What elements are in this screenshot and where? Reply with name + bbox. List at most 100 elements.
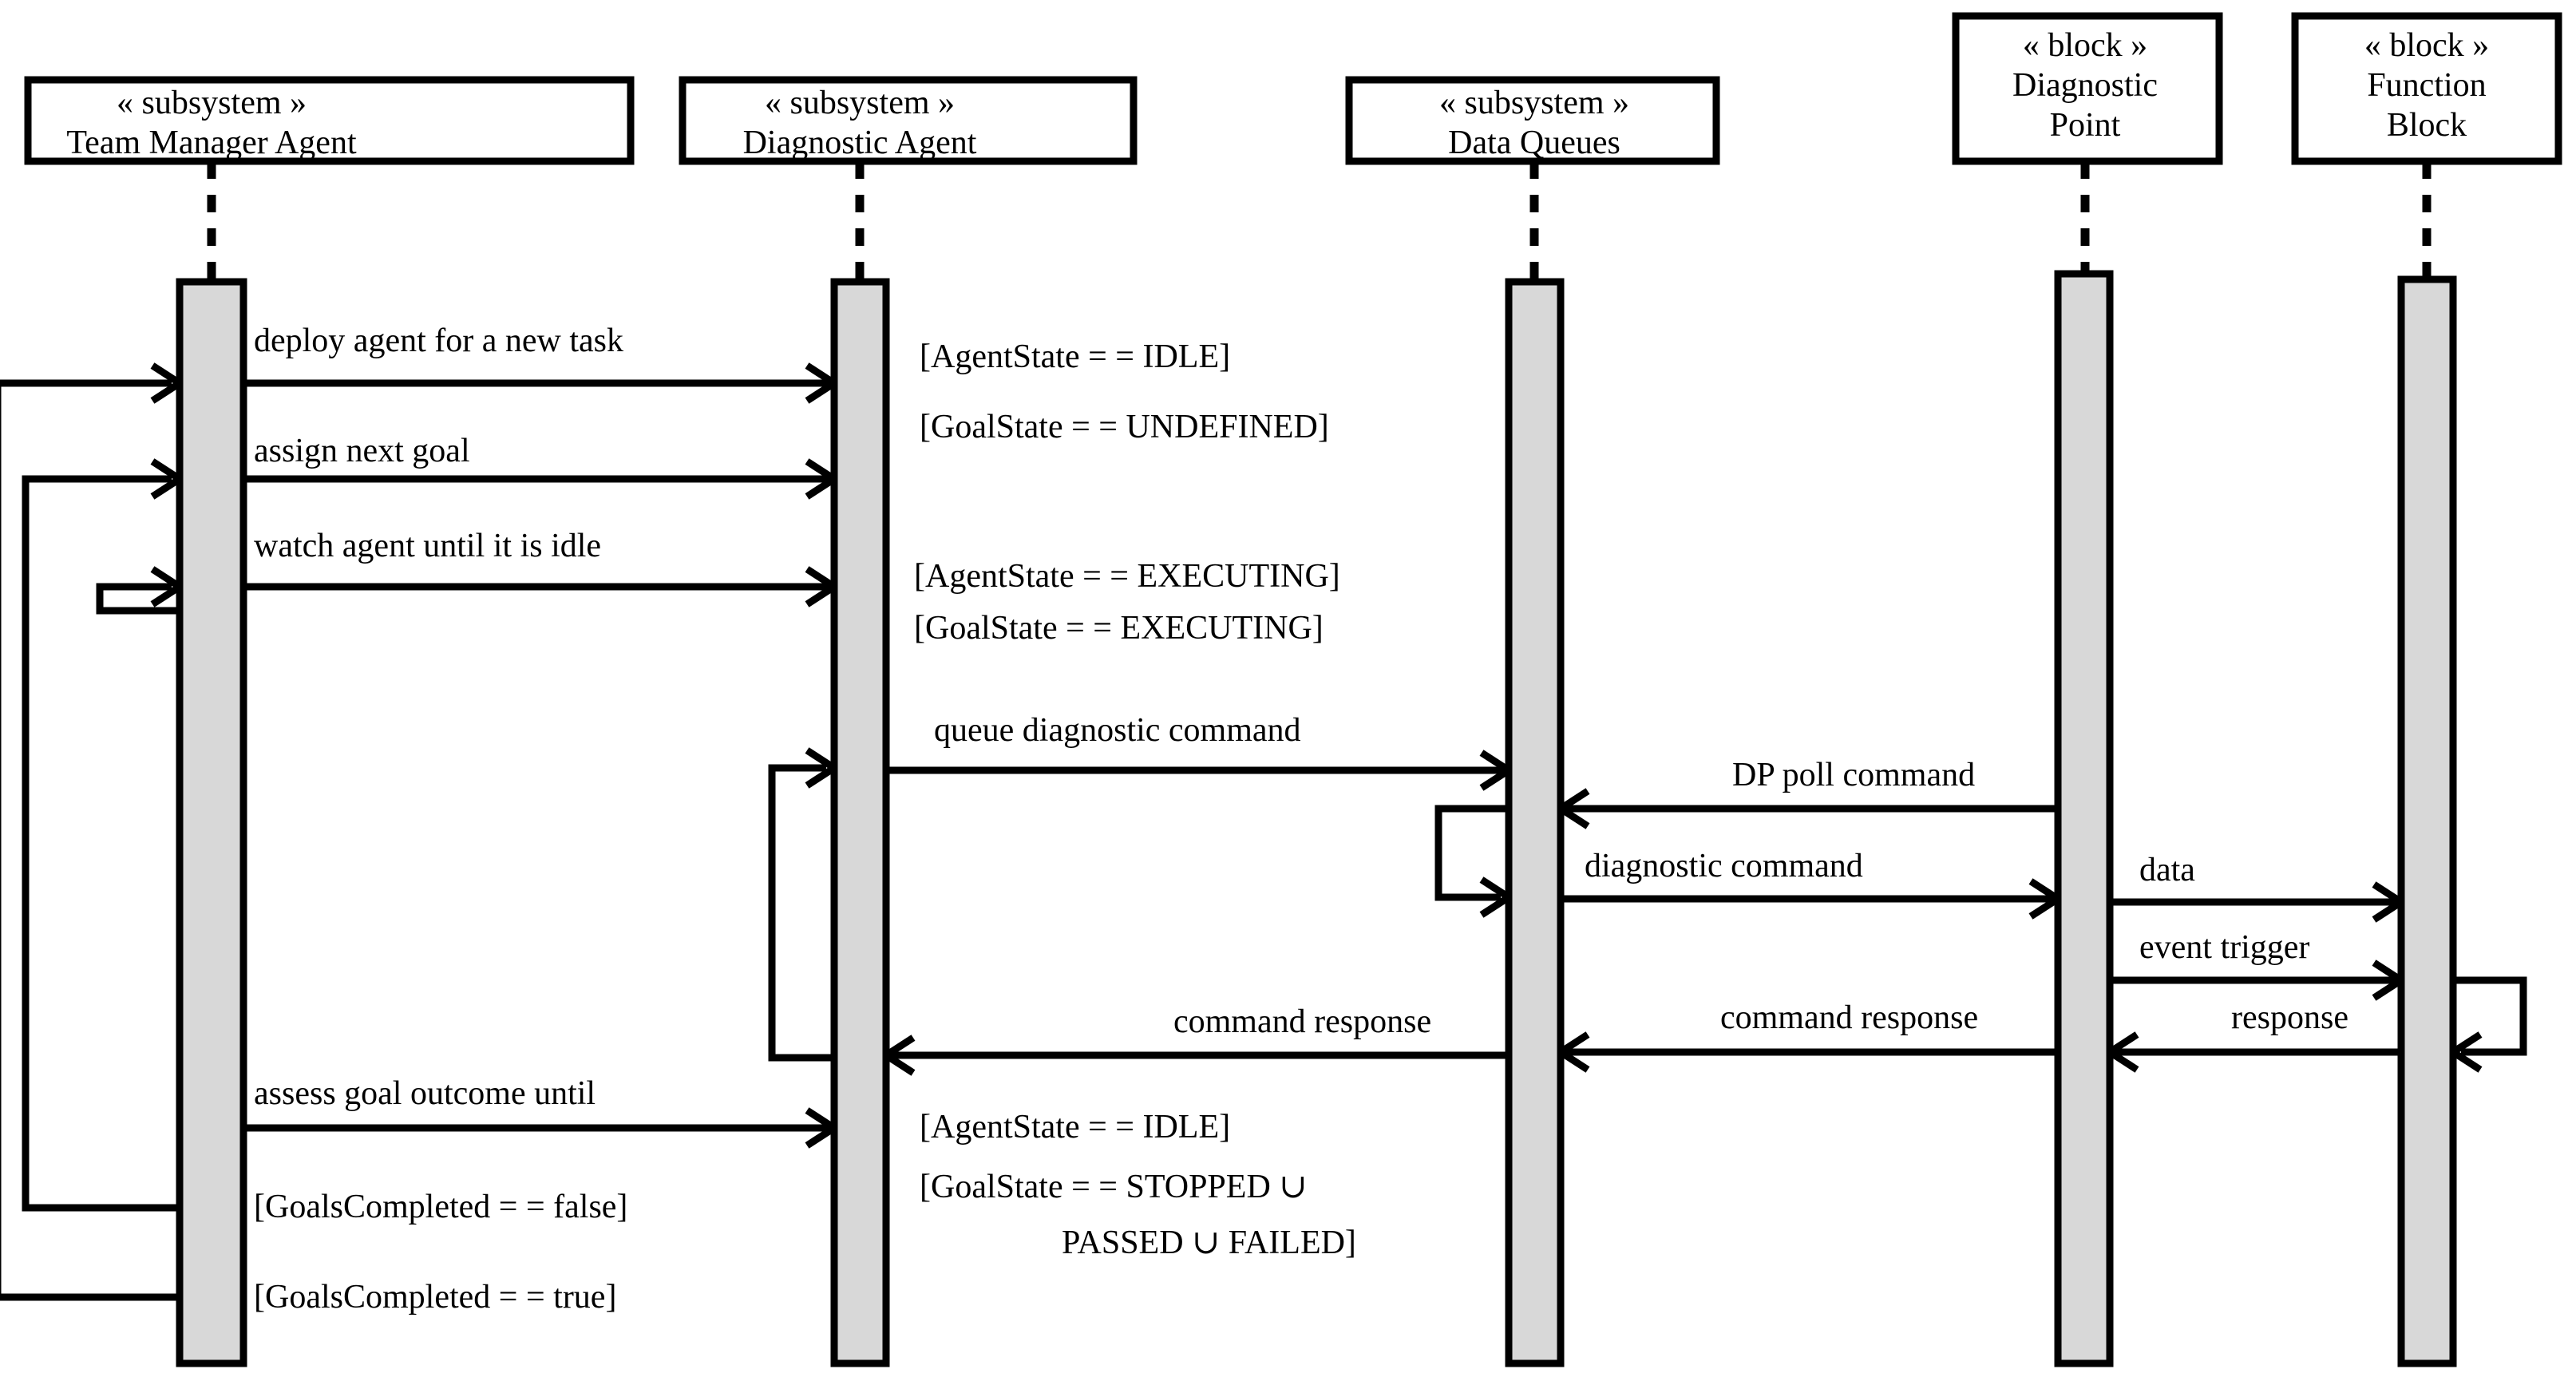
guard-text: [GoalState = = UNDEFINED] — [920, 409, 1329, 445]
lifeline-dashes — [207, 161, 2432, 282]
activation-bar-da — [830, 278, 890, 1367]
arrowhead — [1479, 894, 1511, 918]
message-label: response — [2231, 999, 2348, 1036]
loop-guard-text: [GoalsCompleted = = false] — [254, 1189, 627, 1225]
arrowhead — [2372, 977, 2404, 1001]
lifeline-box — [24, 76, 635, 165]
self-loop-path — [2453, 976, 2527, 1056]
lifeline-header-dq[interactable]: « subsystem » Data Queues — [1345, 76, 1720, 165]
message-m8: event trigger — [2110, 929, 2404, 1001]
arrowhead — [150, 566, 182, 590]
message-label: assess goal outcome until — [254, 1075, 596, 1112]
arrowhead — [805, 1107, 837, 1131]
message-label: assign next goal — [254, 433, 470, 469]
message-label: diagnostic command — [1585, 848, 1863, 884]
arrowhead — [2372, 881, 2404, 905]
lifeline-name: Diagnostic Agent — [743, 125, 977, 161]
messages: deploy agent for a new task assign next g… — [243, 322, 2404, 1149]
message-label: command response — [1720, 999, 1978, 1036]
guard-g2: [GoalState = = UNDEFINED] — [920, 409, 1329, 445]
guard-text: PASSED ∪ FAILED] — [1062, 1225, 1356, 1261]
self-loop-path — [1434, 805, 1509, 901]
arrowhead — [1558, 788, 1590, 812]
return-loop-rl_outer — [0, 362, 182, 1301]
arrowhead — [150, 362, 182, 386]
message-label: deploy agent for a new task — [254, 322, 623, 359]
lifeline-stereotype: « block » — [2364, 27, 2489, 64]
message-m3: watch agent until it is idle — [243, 528, 837, 607]
arrowhead — [805, 566, 837, 590]
lifeline-name: Point — [2050, 107, 2121, 144]
arrowhead — [2372, 899, 2404, 923]
guard-text: [AgentState = = IDLE] — [920, 338, 1230, 375]
lifeline-name: Function — [2367, 67, 2486, 104]
message-m4: queue diagnostic command — [886, 712, 1511, 791]
lifeline-header-tm[interactable]: « subsystem » Team Manager Agent — [24, 76, 635, 165]
message-m11: response — [2107, 999, 2401, 1073]
guard-g6: [GoalState = = STOPPED ∪ — [920, 1169, 1307, 1205]
guard-g1: [AgentState = = IDLE] — [920, 338, 1230, 375]
arrowhead — [2028, 896, 2060, 920]
arrowhead — [805, 476, 837, 500]
lifeline-name: Diagnostic — [2012, 67, 2158, 104]
self-loop-sl_da — [768, 747, 837, 1062]
arrowhead — [1558, 805, 1590, 829]
arrowhead — [2372, 960, 2404, 983]
loop-guard-text: [GoalsCompleted = = true] — [254, 1279, 616, 1316]
message-m10: command response — [1558, 999, 2058, 1073]
arrowhead — [805, 458, 837, 482]
arrowhead — [150, 380, 182, 404]
lifeline-name: Data Queues — [1448, 125, 1620, 161]
message-label: queue diagnostic command — [934, 712, 1301, 749]
guard-text: [GoalState = = EXECUTING] — [914, 610, 1324, 647]
lifeline-headers: « subsystem »Team Manager Agent« subsyst… — [24, 12, 2562, 165]
arrowhead — [150, 458, 182, 482]
lifeline-header-da[interactable]: « subsystem »Diagnostic Agent — [679, 76, 1138, 165]
return-loop-path — [22, 475, 180, 1212]
arrowhead — [1479, 767, 1511, 791]
lifeline-stereotype: « subsystem » — [1439, 85, 1629, 121]
arrowhead — [805, 1125, 837, 1149]
message-m9: command response — [884, 1003, 1509, 1076]
message-m1: deploy agent for a new task — [243, 322, 837, 404]
self-loop-sl_dq — [1434, 805, 1511, 918]
guard-g3: [AgentState = = EXECUTING] — [914, 558, 1340, 595]
activation-bar-fb — [2397, 275, 2457, 1367]
lifeline-name: Team Manager Agent — [66, 125, 357, 161]
arrowhead — [805, 380, 837, 404]
arrowhead — [2107, 1031, 2139, 1055]
return-loop-rl_middle — [22, 458, 182, 1212]
return-loop-path — [0, 379, 180, 1301]
guard-g4: [GoalState = = EXECUTING] — [914, 610, 1324, 647]
arrowhead — [805, 747, 837, 771]
guard-text: [AgentState = = EXECUTING] — [914, 558, 1340, 595]
self-loops — [768, 747, 2527, 1073]
self-loop-sl_fb — [2451, 976, 2527, 1073]
return-loops — [0, 362, 182, 1301]
arrowhead — [884, 1035, 916, 1058]
arrowhead — [2451, 1049, 2483, 1073]
lifeline-box — [679, 76, 1138, 165]
message-m5: DP poll command — [1558, 757, 2058, 829]
arrowhead — [1479, 750, 1511, 774]
arrowhead — [805, 765, 837, 789]
self-loop-path — [768, 764, 834, 1062]
activation-bar-tm — [176, 278, 247, 1367]
message-label: DP poll command — [1732, 757, 1975, 793]
arrowhead — [805, 584, 837, 607]
guard-text: [GoalState = = STOPPED ∪ — [920, 1169, 1307, 1205]
lifeline-box — [1952, 12, 2223, 165]
activation-bars — [176, 270, 2457, 1367]
activation-bar-dq — [1505, 278, 1565, 1367]
activation-bar-dp — [2054, 270, 2114, 1367]
return-loop-path — [96, 583, 180, 615]
guard-conditions: [AgentState = = IDLE] [GoalState = = UNDE… — [254, 338, 1356, 1316]
guard-g7: PASSED ∪ FAILED] — [1062, 1225, 1356, 1261]
guard-g5: [AgentState = = IDLE] — [920, 1109, 1230, 1145]
arrowhead — [2451, 1031, 2483, 1055]
lifeline-stereotype: « subsystem » — [117, 85, 307, 121]
